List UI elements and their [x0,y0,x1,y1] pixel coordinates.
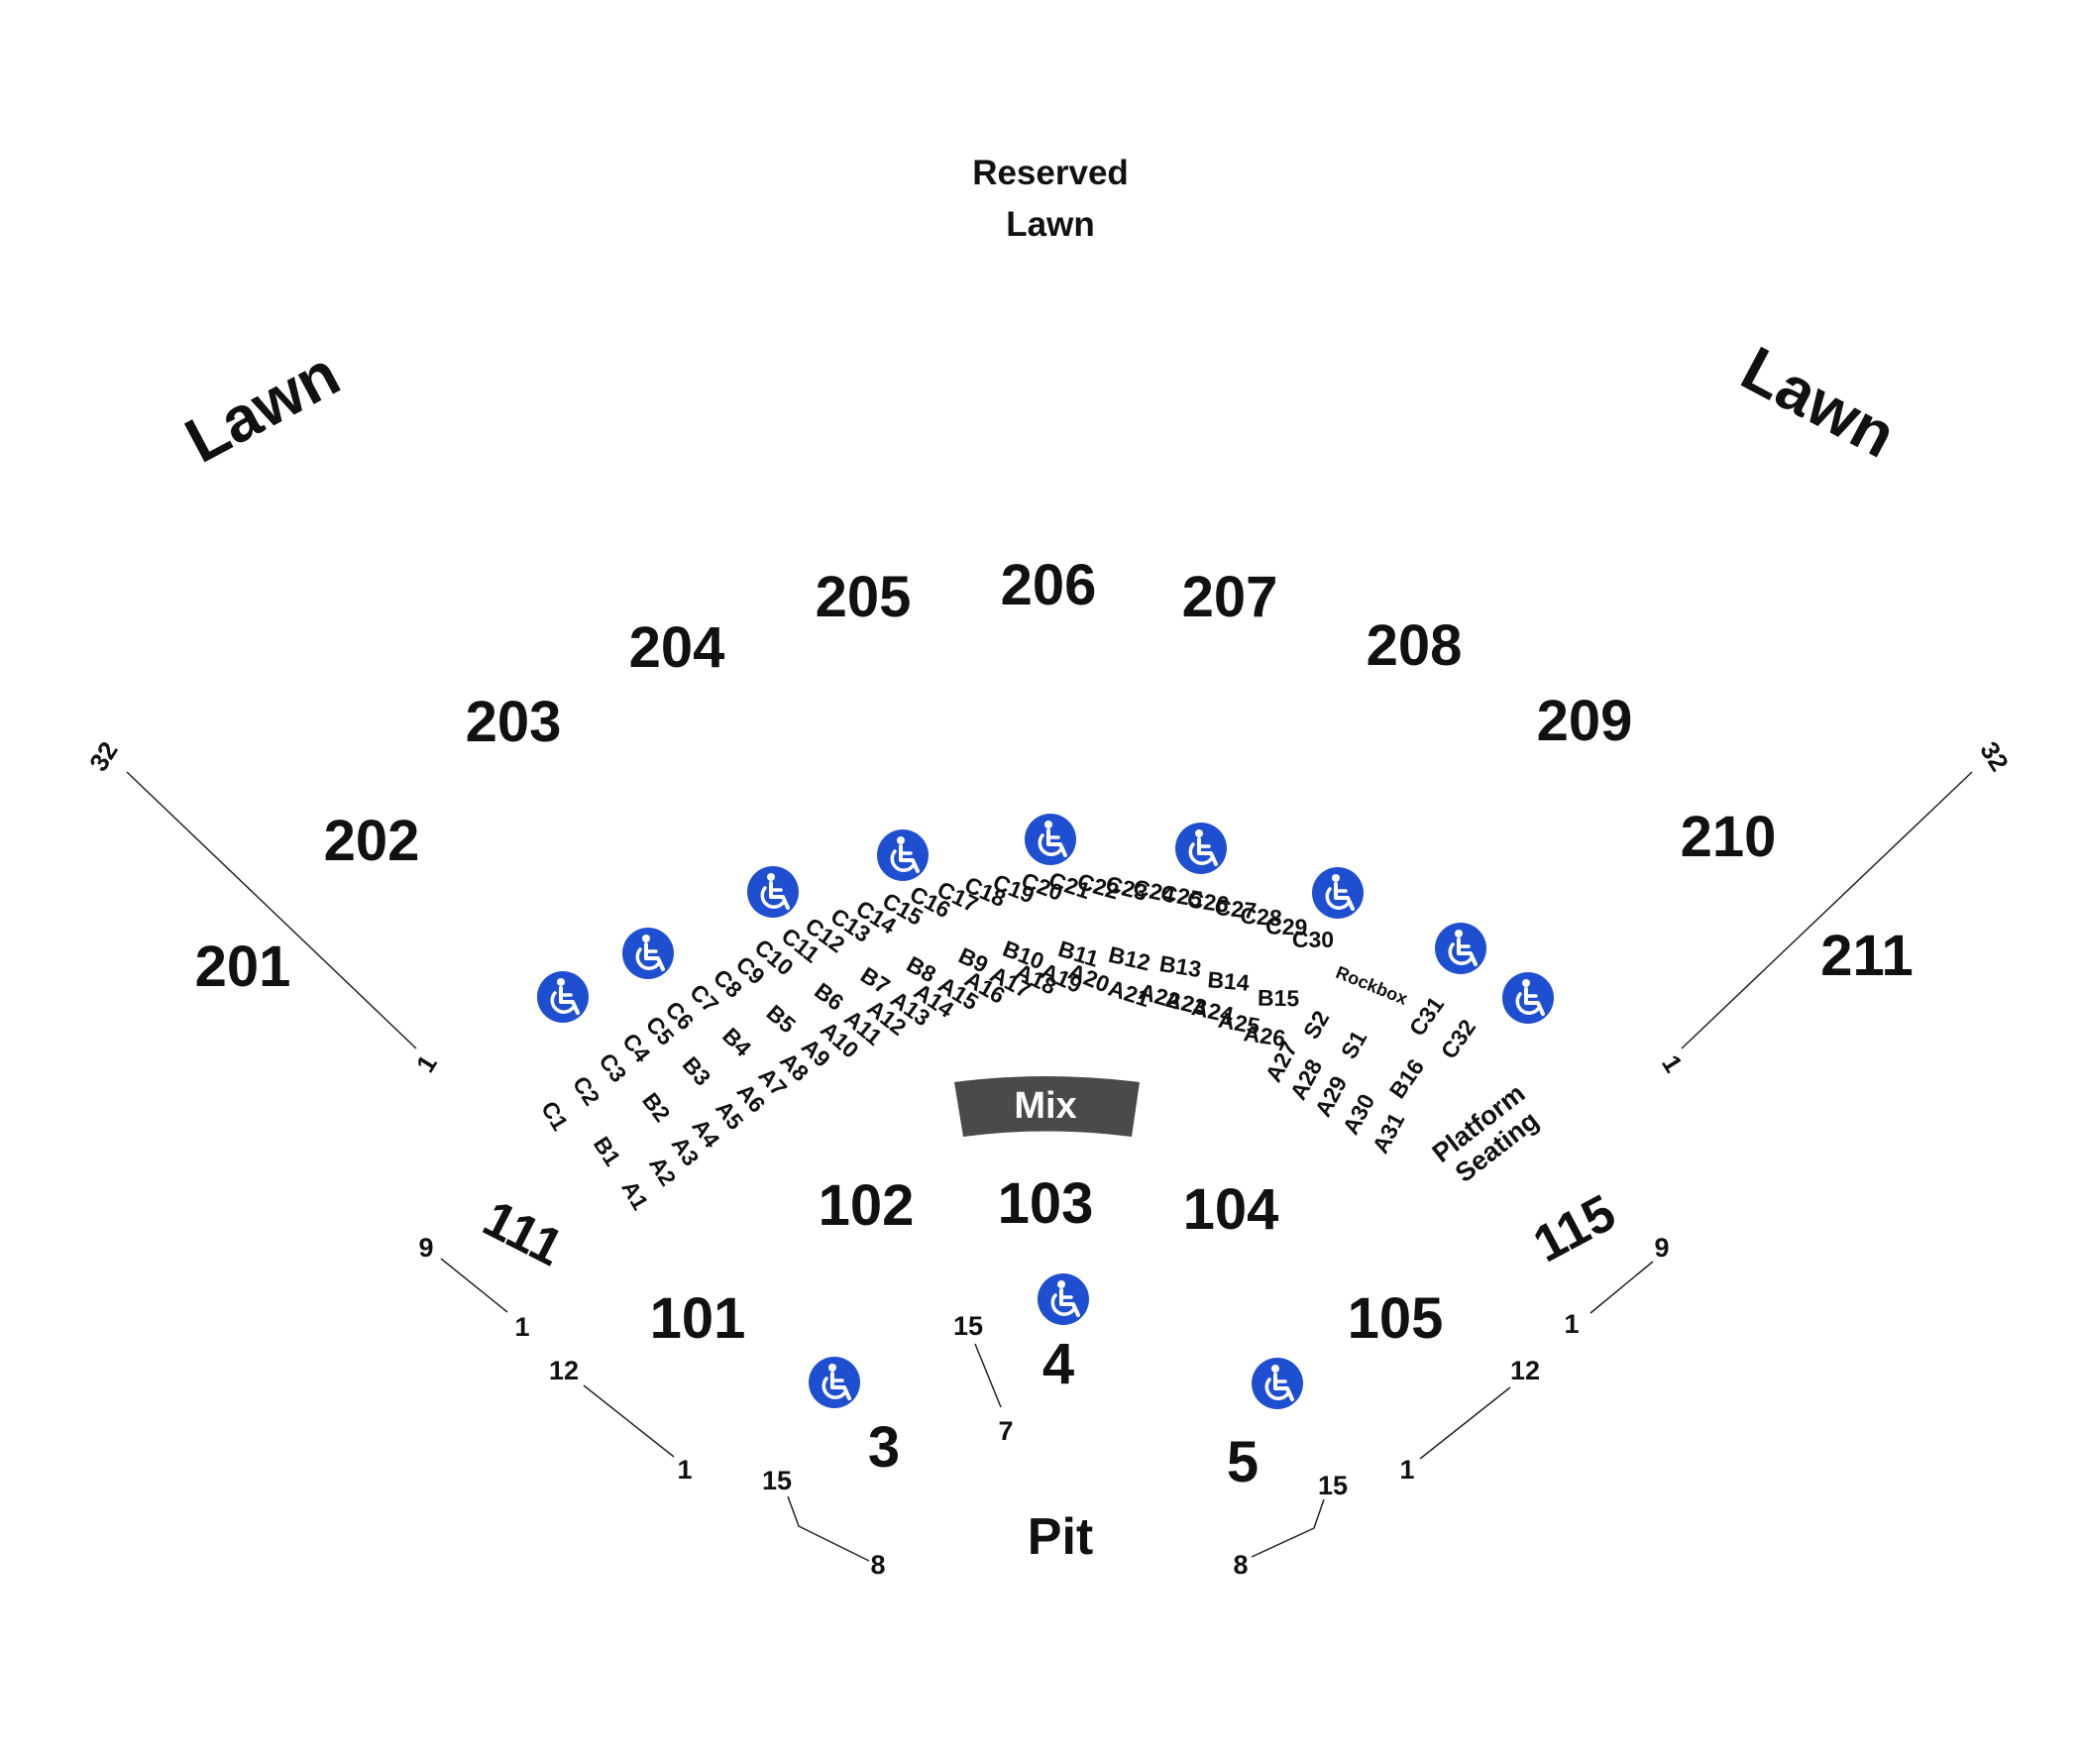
left-lawn-row-lo: 1 [410,1049,443,1077]
s3-row-line [787,1495,870,1562]
section-104[interactable]: 104 [1183,1177,1279,1242]
s111-row-line [440,1258,508,1313]
wheelchair-icon[interactable] [1311,866,1365,920]
row-label-c32[interactable]: C32 [1436,1015,1481,1063]
wheelchair-icon[interactable] [1037,1272,1090,1326]
section-204[interactable]: 204 [629,615,725,680]
section-202[interactable]: 202 [324,809,420,873]
section-111[interactable]: 111 [474,1190,572,1277]
s3-row-hi: 15 [762,1466,792,1495]
row-range-lines [126,771,1973,1562]
s5-row-lo: 8 [1233,1550,1248,1580]
left-lawn-row-line [126,771,417,1049]
s111-row-lo: 1 [514,1312,529,1342]
section-103[interactable]: 103 [998,1171,1094,1236]
left-lawn-row-hi: 32 [83,736,124,776]
mix-booth [954,1076,1140,1137]
section-3[interactable]: 3 [868,1415,900,1480]
lawn-right-label[interactable]: Lawn [1730,332,1907,471]
s3-row-lo: 8 [870,1550,885,1580]
right-lawn-row-lo: 1 [1656,1049,1689,1077]
wheelchair-icon[interactable] [1024,813,1077,866]
row-label-b2[interactable]: B2 [637,1088,675,1127]
row-label-c27[interactable]: C27 [1213,894,1258,924]
s4-row-lo: 7 [998,1416,1013,1446]
section-101[interactable]: 101 [650,1286,746,1351]
reserved-lawn-label-2: Lawn [1006,205,1094,244]
mix-label: Mix [1014,1085,1076,1127]
section-207[interactable]: 207 [1182,565,1278,629]
s105-row-line [1419,1386,1511,1460]
s101-row-lo: 1 [677,1455,692,1485]
row-label-b13[interactable]: B13 [1157,950,1203,982]
row-label-c29[interactable]: C29 [1265,913,1308,939]
row-label-b5[interactable]: B5 [762,1000,801,1039]
row-label-b14[interactable]: B14 [1207,966,1252,996]
row-label-s2[interactable]: S2 [1298,1006,1335,1043]
s101-row-line [583,1384,675,1458]
row-label-b3[interactable]: B3 [678,1051,716,1090]
s115-row-lo: 1 [1564,1309,1579,1339]
wheelchair-icon[interactable] [1501,971,1555,1025]
section-5[interactable]: 5 [1227,1430,1259,1494]
section-208[interactable]: 208 [1367,613,1463,678]
row-label-b1[interactable]: B1 [589,1132,626,1170]
s115-row-hi: 9 [1654,1233,1669,1263]
wheelchair-icon[interactable] [1174,822,1228,875]
s101-row-hi: 12 [549,1356,579,1385]
reserved-lawn-label-1: Reserved [972,154,1129,192]
row-label-a31[interactable]: A31 [1368,1108,1410,1158]
section-203[interactable]: 203 [466,690,562,754]
s111-row-hi: 9 [418,1233,433,1263]
section-205[interactable]: 205 [816,565,912,629]
lawn-left-label[interactable]: Lawn [174,337,351,476]
row-label-c26[interactable]: C26 [1185,886,1230,918]
wheelchair-icon[interactable] [536,970,590,1024]
wheelchair-icon[interactable] [1434,922,1487,975]
row-label-b15[interactable]: B15 [1258,985,1300,1012]
row-label-a1[interactable]: A1 [616,1176,653,1215]
s4-row-line [974,1343,1002,1408]
row-label-c30[interactable]: C30 [1292,927,1334,952]
wheelchair-icon[interactable] [621,927,675,980]
section-206[interactable]: 206 [1001,553,1097,617]
section-210[interactable]: 210 [1681,805,1777,869]
section-209[interactable]: 209 [1537,689,1633,753]
rockbox-label[interactable]: Rockbox [1333,962,1410,1009]
s115-row-line [1589,1261,1654,1314]
wheelchair-icon[interactable] [1251,1357,1304,1410]
row-label-b12[interactable]: B12 [1106,941,1152,976]
section-105[interactable]: 105 [1348,1286,1444,1351]
s4-row-hi: 15 [953,1311,983,1341]
wheelchair-icon[interactable] [808,1356,861,1409]
row-label-b6[interactable]: B6 [810,977,848,1015]
section-115[interactable]: 115 [1524,1184,1624,1274]
s5-row-hi: 15 [1318,1471,1348,1500]
row-label-s1[interactable]: S1 [1336,1026,1372,1063]
row-label-c28[interactable]: C28 [1240,903,1283,932]
row-label-b7[interactable]: B7 [856,961,895,999]
pit-label[interactable]: Pit [1028,1508,1093,1566]
section-201[interactable]: 201 [195,935,291,999]
s5-row-line [1251,1498,1325,1558]
platform-seating-label[interactable]: Platform Seating [1427,1078,1549,1192]
wheelchair-icon[interactable] [876,828,930,882]
row-label-a26[interactable]: A26 [1242,1020,1286,1051]
wheelchair-icon[interactable] [746,865,800,919]
s105-row-lo: 1 [1399,1455,1414,1485]
row-label-c2[interactable]: C2 [568,1071,605,1110]
section-211[interactable]: 211 [1820,924,1914,988]
section-4[interactable]: 4 [1042,1332,1074,1396]
row-label-c1[interactable]: C1 [536,1097,574,1136]
section-102[interactable]: 102 [819,1173,915,1238]
row-label-b4[interactable]: B4 [717,1023,756,1061]
right-lawn-row-line [1681,771,1973,1049]
right-lawn-row-hi: 32 [1974,736,2015,776]
s105-row-hi: 12 [1510,1356,1540,1385]
row-label-b16[interactable]: B16 [1384,1054,1430,1103]
row-label-c31[interactable]: C31 [1404,992,1450,1042]
